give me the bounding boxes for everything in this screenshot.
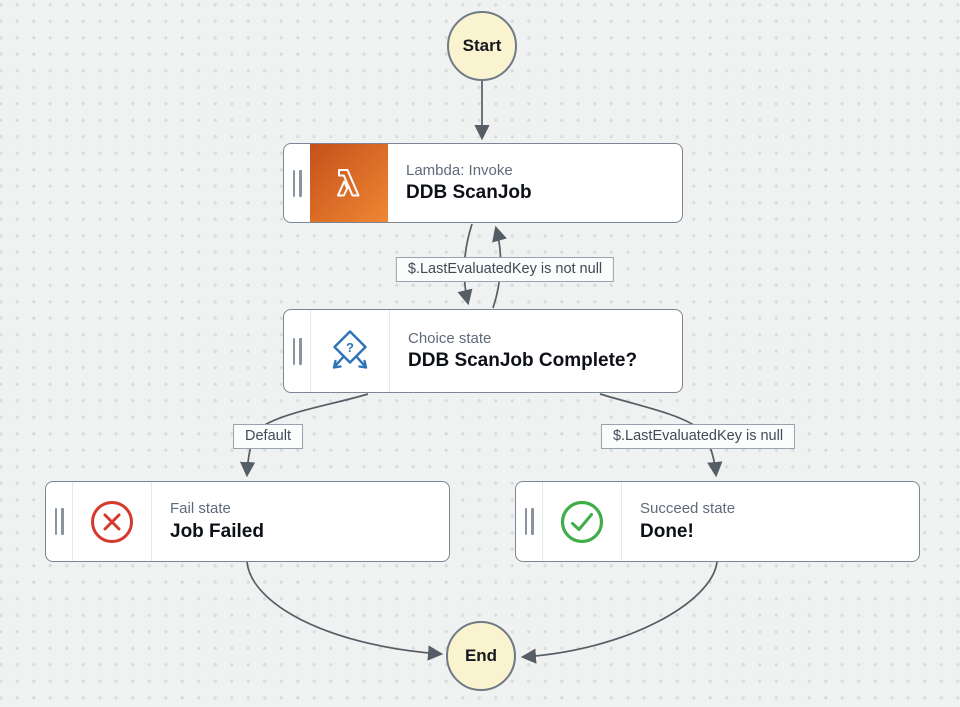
state-type-label: Lambda: Invoke <box>406 161 513 179</box>
edge-succeed-to-end <box>520 561 718 664</box>
state-name: Job Failed <box>170 520 264 542</box>
edge-label-null-branch: $.LastEvaluatedKey is null <box>600 424 796 450</box>
drag-handle[interactable] <box>46 482 72 561</box>
lambda-icon <box>310 144 388 222</box>
state-node-lambda-invoke[interactable]: Lambda: Invoke DDB ScanJob <box>283 143 683 223</box>
edge-fail-to-end <box>246 561 444 661</box>
state-node-fail[interactable]: Fail state Job Failed <box>45 481 450 562</box>
svg-text:?: ? <box>346 340 354 355</box>
choice-diamond-icon: ? <box>310 310 390 392</box>
drag-handle[interactable] <box>284 310 310 392</box>
state-name: Done! <box>640 520 694 542</box>
state-node-succeed[interactable]: Succeed state Done! <box>515 481 920 562</box>
state-name: DDB ScanJob <box>406 182 532 204</box>
edge-label-loop-condition: $.LastEvaluatedKey is not null <box>395 257 615 283</box>
edge-label-default-branch: Default <box>233 424 303 450</box>
succeed-circle-check-icon <box>542 482 622 561</box>
drag-handle[interactable] <box>516 482 542 561</box>
state-node-choice[interactable]: ? Choice state DDB ScanJob Complete? <box>283 309 683 393</box>
fail-circle-x-icon <box>72 482 152 561</box>
state-type-label: Fail state <box>170 500 231 518</box>
state-name: DDB ScanJob Complete? <box>408 350 638 372</box>
drag-handle[interactable] <box>284 144 310 222</box>
state-type-label: Choice state <box>408 329 492 347</box>
state-type-label: Succeed state <box>640 500 736 518</box>
start-node: Start <box>447 11 517 81</box>
end-node: End <box>446 621 516 691</box>
